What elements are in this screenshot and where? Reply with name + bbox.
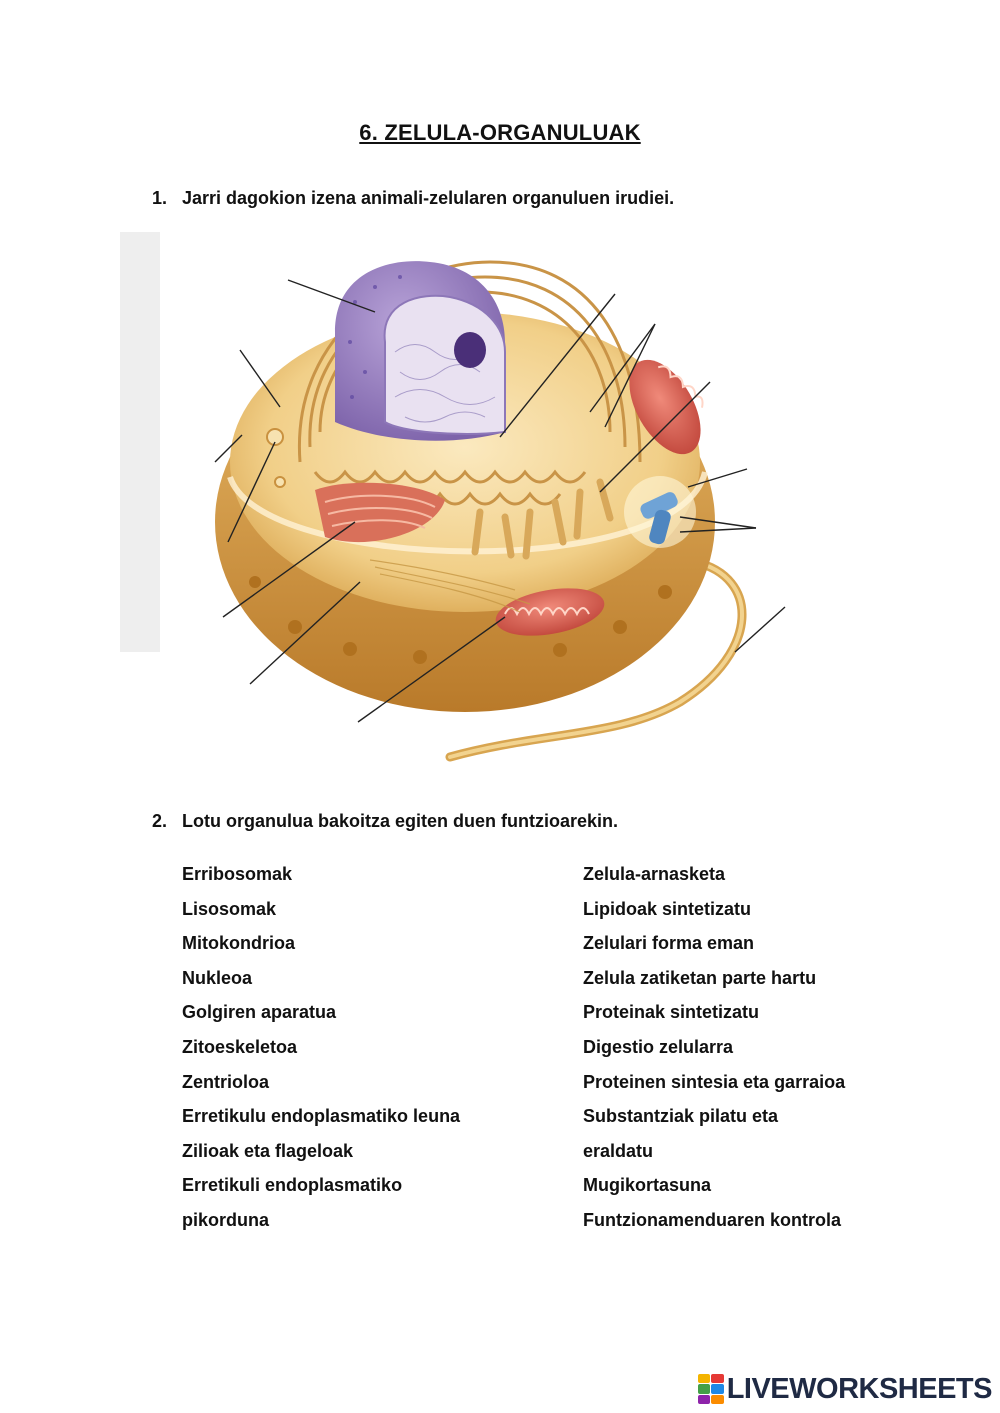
function-item: Mugikortasuna (583, 1175, 712, 1196)
question-1-text: Jarri dagokion izena animali-zelularen o… (182, 188, 675, 208)
membrane-bumps (249, 576, 672, 664)
logo-tile (697, 1374, 711, 1384)
organelle-item: Zentrioloa (182, 1071, 270, 1092)
logo-mark-icon (697, 1374, 724, 1404)
mitochondrion-bottom (495, 588, 605, 636)
ghost-background (120, 232, 160, 652)
label-leader-lines (214, 279, 786, 723)
smooth-er (471, 478, 614, 560)
question-2-number: 2. (152, 811, 168, 831)
question-1-number: 1. (152, 188, 168, 208)
liveworksheets-logo: LIVEWORKSHEETS (697, 1369, 993, 1409)
organelle-list: Erribosomak Lisosomak Mitokondrioa Nukle… (182, 862, 460, 1243)
function-item: Substantziak pilatu eta (583, 1106, 779, 1127)
organelle-item: Erretikulu endoplasmatiko leuna (182, 1106, 461, 1127)
centrioles (624, 476, 696, 548)
animal-cell-diagram (120, 232, 786, 762)
vesicles (266, 428, 286, 488)
logo-tile (711, 1384, 724, 1394)
logo-tile (697, 1394, 711, 1404)
function-item: Zelula zatiketan parte hartu (583, 967, 817, 988)
function-item: Digestio zelularra (583, 1036, 734, 1057)
cytoskeleton-fibers (369, 559, 531, 613)
function-item: Funtzionamenduaren kontrola (583, 1209, 842, 1230)
mitochondrion-right (629, 359, 704, 455)
organelle-item: Nukleoa (182, 967, 253, 988)
organelle-item: Erretikuli endoplasmatiko (182, 1175, 403, 1196)
function-item: Zelulari forma eman (583, 933, 755, 954)
function-item: Proteinak sintetizatu (583, 1002, 760, 1023)
function-item: Zelula-arnasketa (583, 864, 726, 884)
organelle-item: Zilioak eta flageloak (182, 1140, 354, 1161)
organelle-item: Golgiren aparatua (182, 1002, 337, 1023)
logo-tile (711, 1394, 724, 1404)
function-item: Proteinen sintesia eta garraioa (583, 1071, 846, 1092)
page-title: 6. ZELULA-ORGANULUAK (359, 120, 641, 145)
organelle-item: Lisosomak (182, 898, 277, 919)
question-2: 2. Lotu organulua bakoitza egiten duen fu… (152, 811, 618, 832)
logo-text: LIVEWORKSHEETS (726, 1372, 993, 1405)
question-2-text: Lotu organulua bakoitza egiten duen funt… (182, 811, 619, 831)
function-list: Zelula-arnasketa Lipidoak sintetizatu Ze… (583, 862, 845, 1243)
function-item: eraldatu (583, 1140, 654, 1161)
function-item: Lipidoak sintetizatu (583, 898, 752, 919)
logo-tile (697, 1384, 711, 1394)
organelle-item: Zitoeskeletoa (182, 1036, 298, 1057)
organelle-item: pikorduna (182, 1209, 270, 1230)
logo-tile (711, 1374, 724, 1384)
nucleolus (454, 332, 486, 368)
nucleus (335, 261, 506, 441)
organelle-item: Mitokondrioa (182, 933, 295, 954)
question-1: 1. Jarri dagokion izena animali-zelularen… (152, 188, 674, 209)
organelle-item: Erribosomak (182, 864, 293, 884)
